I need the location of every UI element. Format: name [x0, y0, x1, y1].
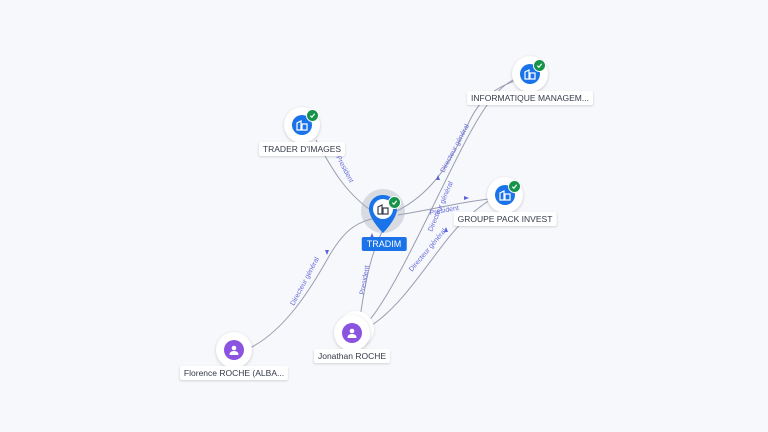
verified-check — [388, 196, 401, 209]
person-badge — [224, 340, 244, 360]
arrow-marker — [444, 227, 448, 232]
edge-label: Directeur général — [408, 227, 448, 273]
person-icon — [229, 345, 239, 355]
node-label: TRADER D'IMAGES — [258, 142, 346, 156]
edge-tradim-informatique — [394, 77, 523, 213]
building-icon — [524, 69, 536, 80]
verified-check — [306, 109, 319, 122]
edge-label: President — [359, 265, 371, 295]
edge-jonathan-informatique — [367, 75, 521, 323]
arrow-marker — [436, 175, 440, 180]
building-icon — [296, 120, 308, 131]
arrow-marker — [325, 250, 329, 255]
check-icon — [536, 63, 543, 69]
node-label: Florence ROCHE (ALBA... — [179, 366, 289, 380]
main-node-label: TRADIM — [361, 237, 407, 251]
check-icon — [511, 184, 518, 190]
node-label: GROUPE PACK INVEST — [453, 212, 557, 226]
check-icon — [309, 113, 316, 119]
verified-check — [508, 180, 521, 193]
arrow-marker — [464, 196, 469, 200]
building-icon — [499, 190, 511, 201]
person-badge — [342, 323, 362, 343]
edge-label: Directeur général — [440, 123, 472, 174]
edge-label: Directeur général — [290, 256, 322, 307]
edge-florence-tradim — [249, 217, 376, 349]
node-label: Jonathan ROCHE — [313, 349, 391, 363]
verified-check — [533, 59, 546, 72]
building-icon — [377, 204, 389, 215]
person-icon — [347, 328, 357, 338]
arrow-marker — [370, 233, 374, 238]
edge-label: President — [334, 155, 354, 184]
check-icon — [391, 200, 398, 206]
node-label: INFORMATIQUE MANAGEM... — [467, 91, 593, 105]
